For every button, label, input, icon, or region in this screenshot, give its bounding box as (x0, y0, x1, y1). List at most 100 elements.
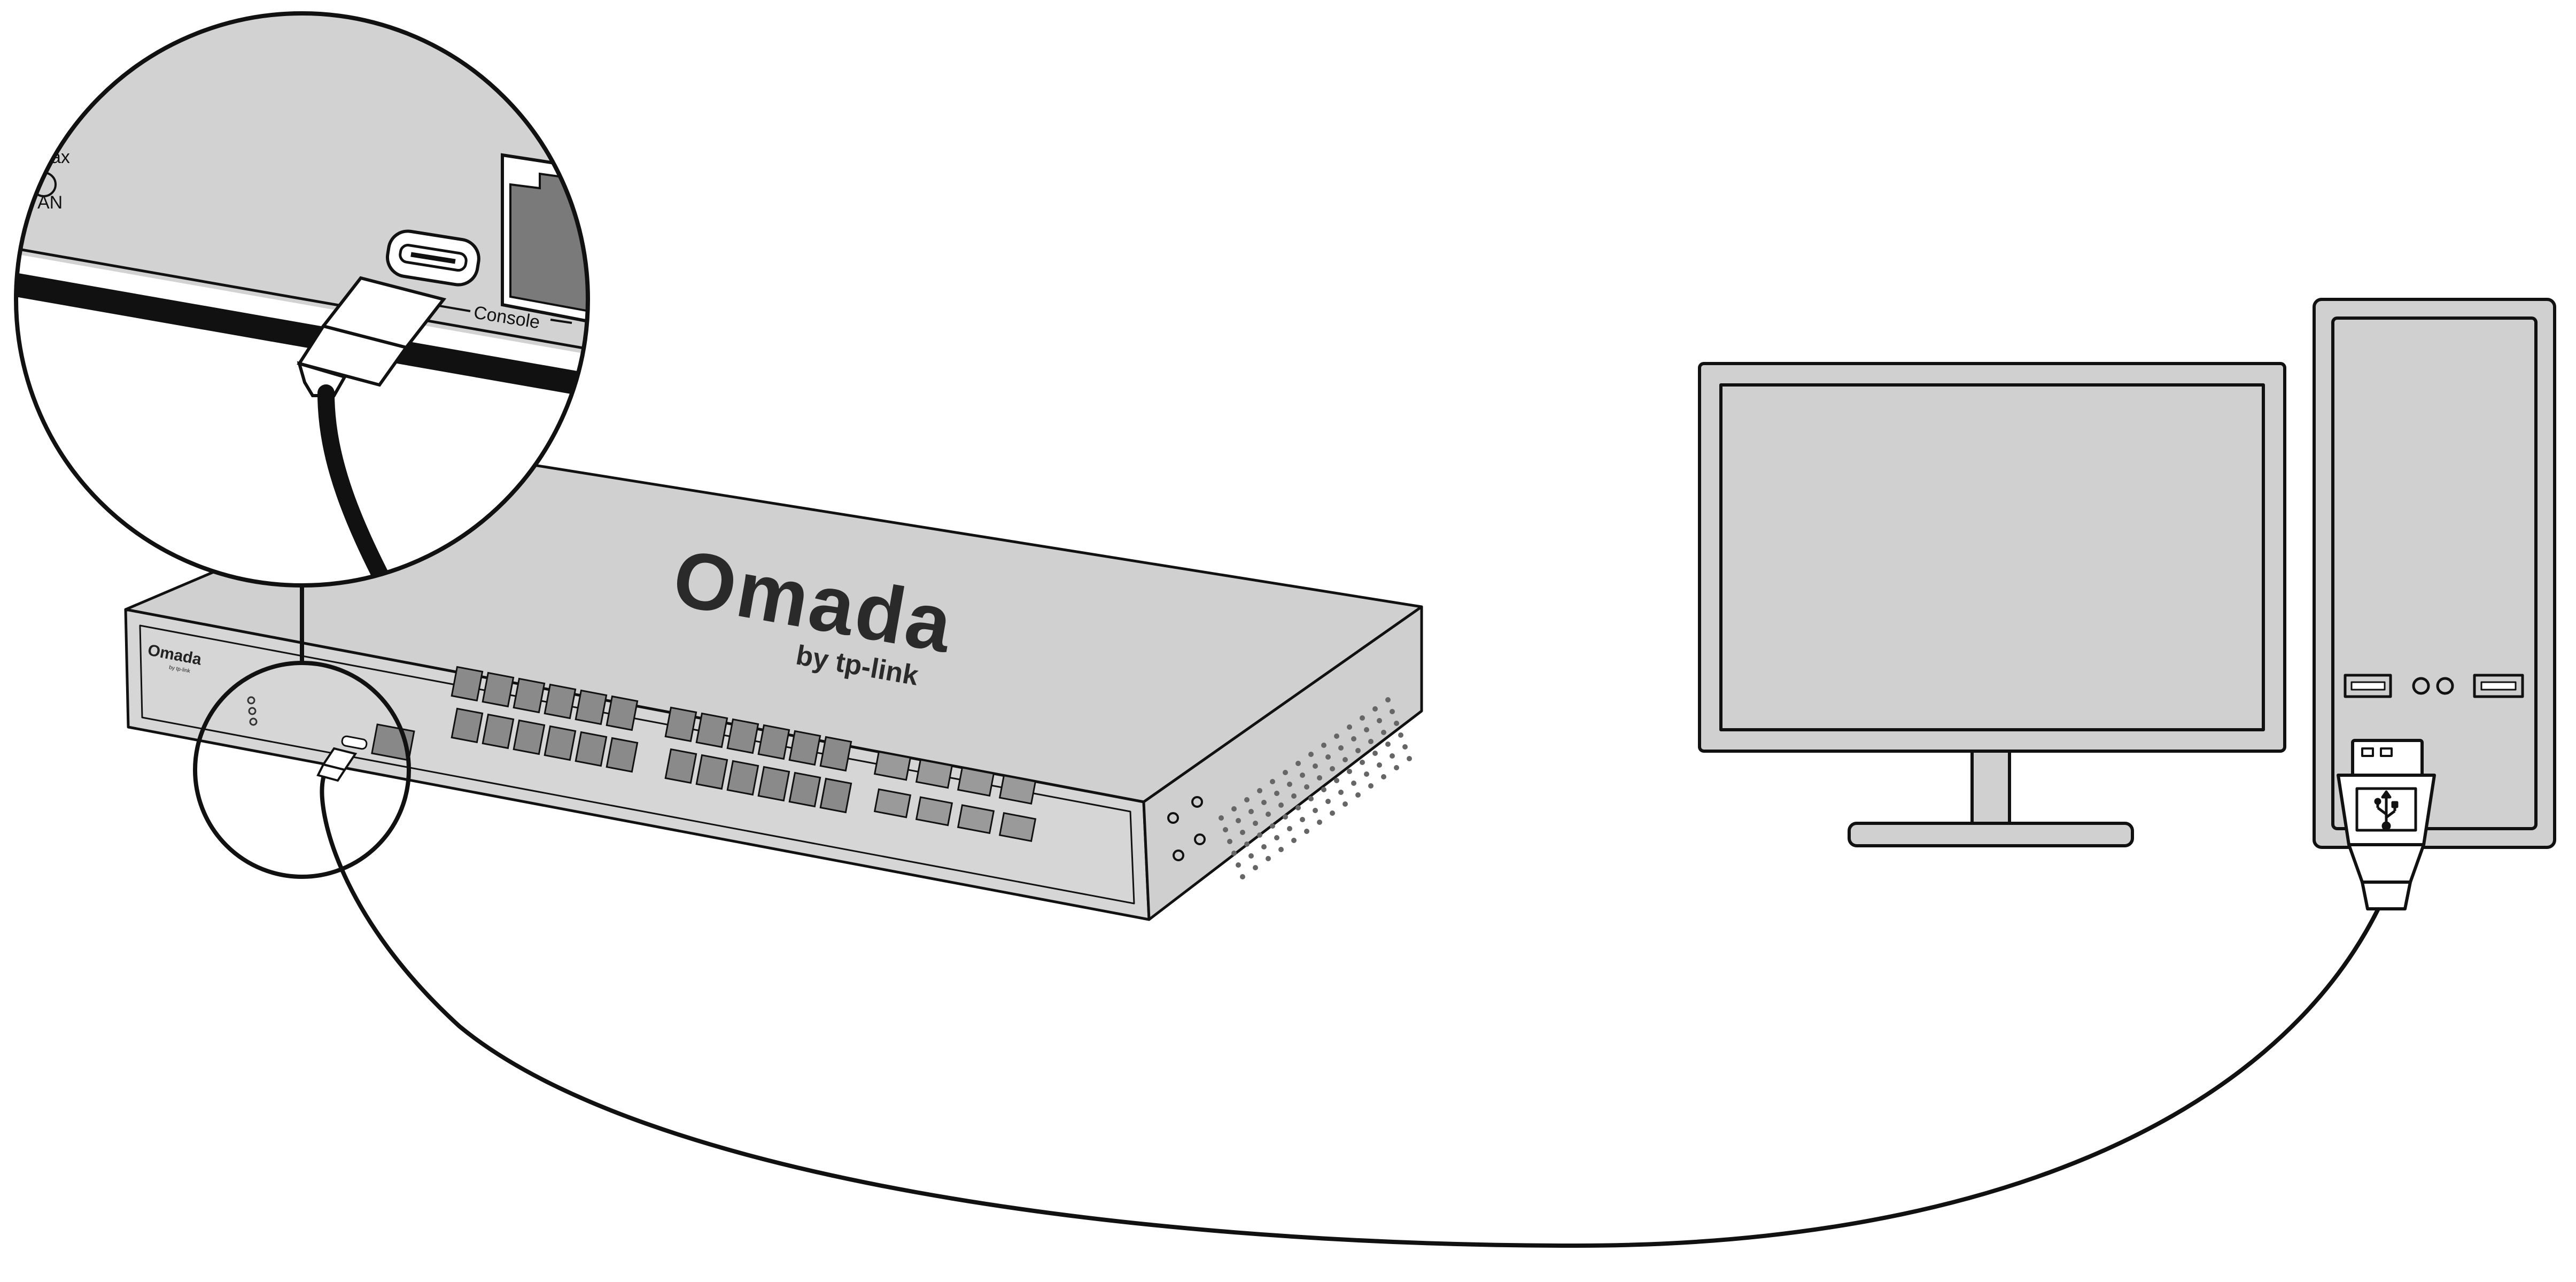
vent-hole (1394, 765, 1399, 770)
vent-hole (1219, 815, 1224, 821)
rj45-port[interactable] (819, 736, 852, 772)
vent-hole (1248, 809, 1254, 814)
zoom-usb-c-port (385, 229, 480, 287)
rj45-port[interactable] (695, 712, 728, 748)
vent-hole (1372, 706, 1378, 712)
switch-status-leds (247, 696, 258, 726)
sfp-port[interactable] (915, 759, 953, 789)
vent-hole (1266, 812, 1271, 817)
vent-hole (1308, 796, 1314, 801)
vent-hole (1402, 744, 1408, 750)
usb-a-cable-sleeve (2361, 881, 2412, 910)
tower-drive-slot-inner (2480, 681, 2517, 691)
vent-hole (1283, 770, 1288, 775)
rj45-port[interactable] (513, 719, 546, 755)
rj45-port[interactable] (726, 718, 759, 754)
vent-hole (1364, 771, 1369, 777)
vent-hole (1313, 763, 1318, 769)
monitor-base (1848, 822, 2134, 847)
rj45-port[interactable] (757, 766, 790, 802)
vent-hole (1253, 865, 1258, 870)
vent-hole (1304, 784, 1309, 790)
sfp-port[interactable] (957, 804, 995, 835)
rj45-port[interactable] (788, 730, 821, 766)
vent-hole (1257, 832, 1262, 838)
vent-hole (1240, 830, 1245, 835)
rj45-port[interactable] (482, 671, 515, 708)
zoom-inset: Console ax AN (14, 11, 590, 588)
vent-hole (1261, 800, 1267, 805)
sfp-port[interactable] (957, 767, 995, 797)
vent-hole (1325, 799, 1331, 804)
vent-hole (1317, 775, 1322, 781)
vent-hole (1223, 827, 1228, 832)
rj45-port[interactable] (788, 771, 821, 808)
vent-hole (1270, 779, 1275, 784)
sfp-port[interactable] (873, 751, 912, 781)
rj45-port[interactable] (451, 707, 484, 744)
vent-hole (1304, 829, 1309, 834)
vent-hole (1360, 760, 1365, 765)
vent-hole (1291, 838, 1297, 843)
vent-hole (1244, 841, 1250, 847)
zoom-source-circle (193, 661, 411, 879)
vent-hole (1334, 778, 1339, 783)
rj45-port[interactable] (606, 695, 639, 731)
sfp-port[interactable] (915, 796, 953, 827)
vent-hole (1231, 851, 1237, 856)
vent-hole (1291, 793, 1297, 799)
rj45-port[interactable] (451, 666, 484, 702)
vent-hole (1278, 802, 1284, 808)
tower-button[interactable] (2436, 677, 2454, 695)
rj45-port[interactable] (544, 683, 577, 720)
vent-hole (1274, 835, 1279, 840)
vent-hole (1377, 718, 1382, 723)
rack-screw (1194, 833, 1206, 845)
sfp-port[interactable] (998, 812, 1037, 842)
rj45-port[interactable] (664, 706, 697, 743)
switch-rack-screws (1167, 796, 1206, 861)
rj45-port[interactable] (544, 725, 577, 761)
rj45-port[interactable] (575, 689, 608, 725)
rj45-port[interactable] (757, 724, 790, 760)
vent-hole (1368, 739, 1374, 744)
vent-hole (1351, 781, 1356, 786)
rj45-port[interactable] (726, 760, 759, 796)
vent-hole (1394, 721, 1399, 726)
usb-a-plug (2337, 739, 2436, 910)
rack-screw (1167, 812, 1179, 824)
switch-side-panel (1142, 605, 1423, 921)
sfp-port[interactable] (998, 775, 1037, 805)
vent-hole (1347, 724, 1352, 730)
tower-front-panel (2331, 316, 2538, 830)
usb-c-console-port[interactable] (341, 735, 368, 750)
tower-button[interactable] (2412, 677, 2430, 695)
vent-hole (1236, 818, 1241, 823)
rj45-port[interactable] (606, 737, 639, 773)
vent-hole (1407, 756, 1412, 761)
switch-vent-holes (1219, 697, 1412, 879)
vent-hole (1372, 751, 1378, 756)
vent-hole (1351, 736, 1356, 742)
vent-hole (1321, 787, 1326, 792)
rj45-port[interactable] (482, 713, 515, 750)
vent-hole (1330, 766, 1335, 771)
status-led (248, 707, 257, 715)
vent-hole (1338, 790, 1344, 795)
vent-hole (1313, 808, 1318, 813)
vent-hole (1317, 820, 1322, 825)
rj45-port[interactable] (513, 677, 546, 714)
status-led (247, 696, 255, 705)
rj45-port[interactable] (664, 748, 697, 784)
vent-hole (1274, 791, 1279, 796)
vent-hole (1347, 769, 1352, 774)
vent-hole (1321, 743, 1326, 748)
sfp-port[interactable] (873, 788, 912, 818)
rj45-port[interactable] (695, 754, 728, 790)
vent-hole (1355, 748, 1361, 753)
rj45-port[interactable] (575, 731, 608, 767)
rj45-port[interactable] (819, 777, 852, 814)
vent-hole (1227, 839, 1232, 844)
vent-hole (1300, 773, 1305, 778)
vent-hole (1231, 806, 1237, 812)
